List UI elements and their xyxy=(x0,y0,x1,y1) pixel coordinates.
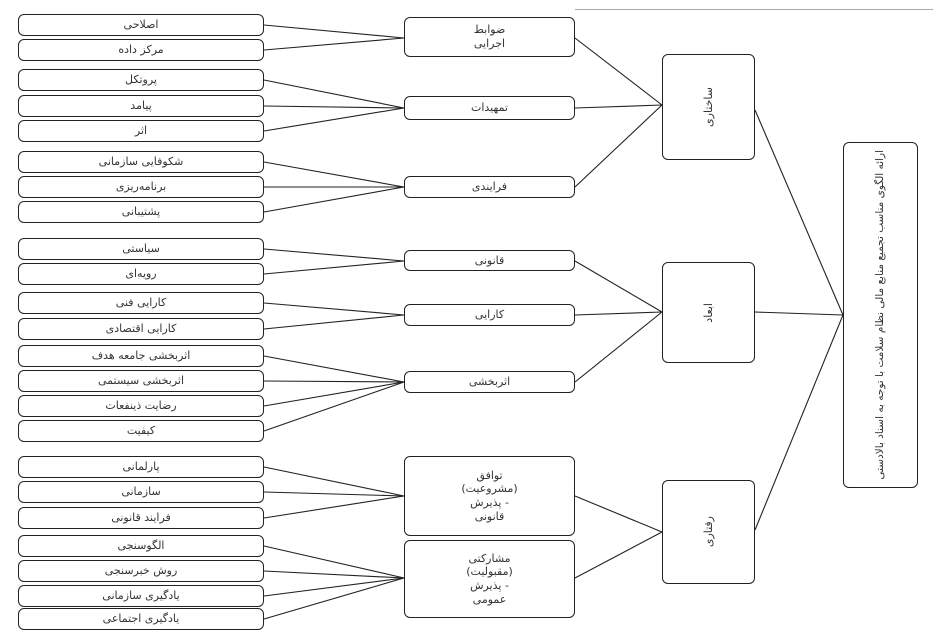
leaf-node: پشتیبانی xyxy=(18,201,264,223)
leaf-node: اثربخشی سیستمی xyxy=(18,370,264,392)
leaf-node: الگوسنجی xyxy=(18,535,264,557)
level2-node-process: فرایندی xyxy=(404,176,575,198)
connector-line xyxy=(574,495,663,533)
connector-line xyxy=(574,311,663,383)
root-node: ارائه الگوی مناسب تجمیع منابع مالی نظام … xyxy=(843,142,918,488)
connector-line xyxy=(263,380,405,383)
leaf-node: رویه‌ای xyxy=(18,263,264,285)
connector-line xyxy=(263,355,405,383)
level1-node-structural: ساختاری xyxy=(662,54,755,160)
level2-node-agreement: توافق (مشروعیت) - پذیرش قانونی xyxy=(404,456,575,536)
connector-line xyxy=(263,37,405,51)
connector-line xyxy=(574,104,663,188)
leaf-node: اثر xyxy=(18,120,264,142)
leaf-node: پروتکل xyxy=(18,69,264,91)
connector-line xyxy=(263,491,405,497)
leaf-node: کارایی فنی xyxy=(18,292,264,314)
leaf-node: رضایت ذینفعات xyxy=(18,395,264,417)
connector-line xyxy=(263,495,405,519)
connector-line xyxy=(574,531,663,579)
connector-line xyxy=(263,381,405,407)
connector-line xyxy=(574,260,663,313)
level1-node-behavioral: رفتاری xyxy=(662,480,755,584)
leaf-node: برنامه‌ریزی xyxy=(18,176,264,198)
connector-line xyxy=(263,161,405,188)
level2-node-efficiency: کارایی xyxy=(404,304,575,326)
connector-line xyxy=(263,107,405,132)
leaf-node: کارایی اقتصادی xyxy=(18,318,264,340)
connector-line xyxy=(263,248,405,262)
leaf-node: کیفیت xyxy=(18,420,264,442)
connector-line xyxy=(263,260,405,275)
connector-line xyxy=(754,109,844,316)
connector-line xyxy=(263,466,405,497)
leaf-node: مرکز داده xyxy=(18,39,264,61)
connector-line xyxy=(263,545,405,579)
leaf-node: اصلاحی xyxy=(18,14,264,36)
level2-node-executive-rules: ضوابط اجرایی xyxy=(404,17,575,57)
leaf-node: روش خبرسنجی xyxy=(18,560,264,582)
level2-node-participation: مشارکتی (مقبولیت) - پذیرش عمومی xyxy=(404,540,575,618)
connector-line xyxy=(263,570,405,579)
connector-line xyxy=(574,311,663,316)
connector-line xyxy=(263,577,405,620)
level2-node-measures: تمهیدات xyxy=(404,96,575,120)
connector-line xyxy=(263,186,405,213)
leaf-node: پارلمانی xyxy=(18,456,264,478)
level2-node-legal: قانونی xyxy=(404,250,575,271)
connector-line xyxy=(263,381,405,432)
connector-line xyxy=(574,37,663,106)
connector-line xyxy=(263,302,405,316)
level1-node-dimensions: ابعاد xyxy=(662,262,755,363)
level2-node-effectiveness: اثربخشی xyxy=(404,371,575,393)
leaf-node: سیاستی xyxy=(18,238,264,260)
leaf-node: سازمانی xyxy=(18,481,264,503)
connector-line xyxy=(263,24,405,39)
leaf-node: یادگیری اجتماعی xyxy=(18,608,264,630)
leaf-node: شکوفایی سازمانی xyxy=(18,151,264,173)
connector-line xyxy=(263,577,405,597)
connector-line xyxy=(574,104,663,109)
leaf-node: اثربخشی جامعه هدف xyxy=(18,345,264,367)
connector-line xyxy=(754,314,844,531)
connector-line xyxy=(263,79,405,109)
top-divider xyxy=(575,9,933,10)
root-label: ارائه الگوی مناسب تجمیع منابع مالی نظام … xyxy=(873,150,886,480)
connector-line xyxy=(263,105,405,109)
leaf-node: پیامد xyxy=(18,95,264,117)
connector-line xyxy=(263,314,405,330)
leaf-node: فرایند قانونی xyxy=(18,507,264,529)
leaf-node: یادگیری سازمانی xyxy=(18,585,264,607)
connector-line xyxy=(754,311,844,316)
